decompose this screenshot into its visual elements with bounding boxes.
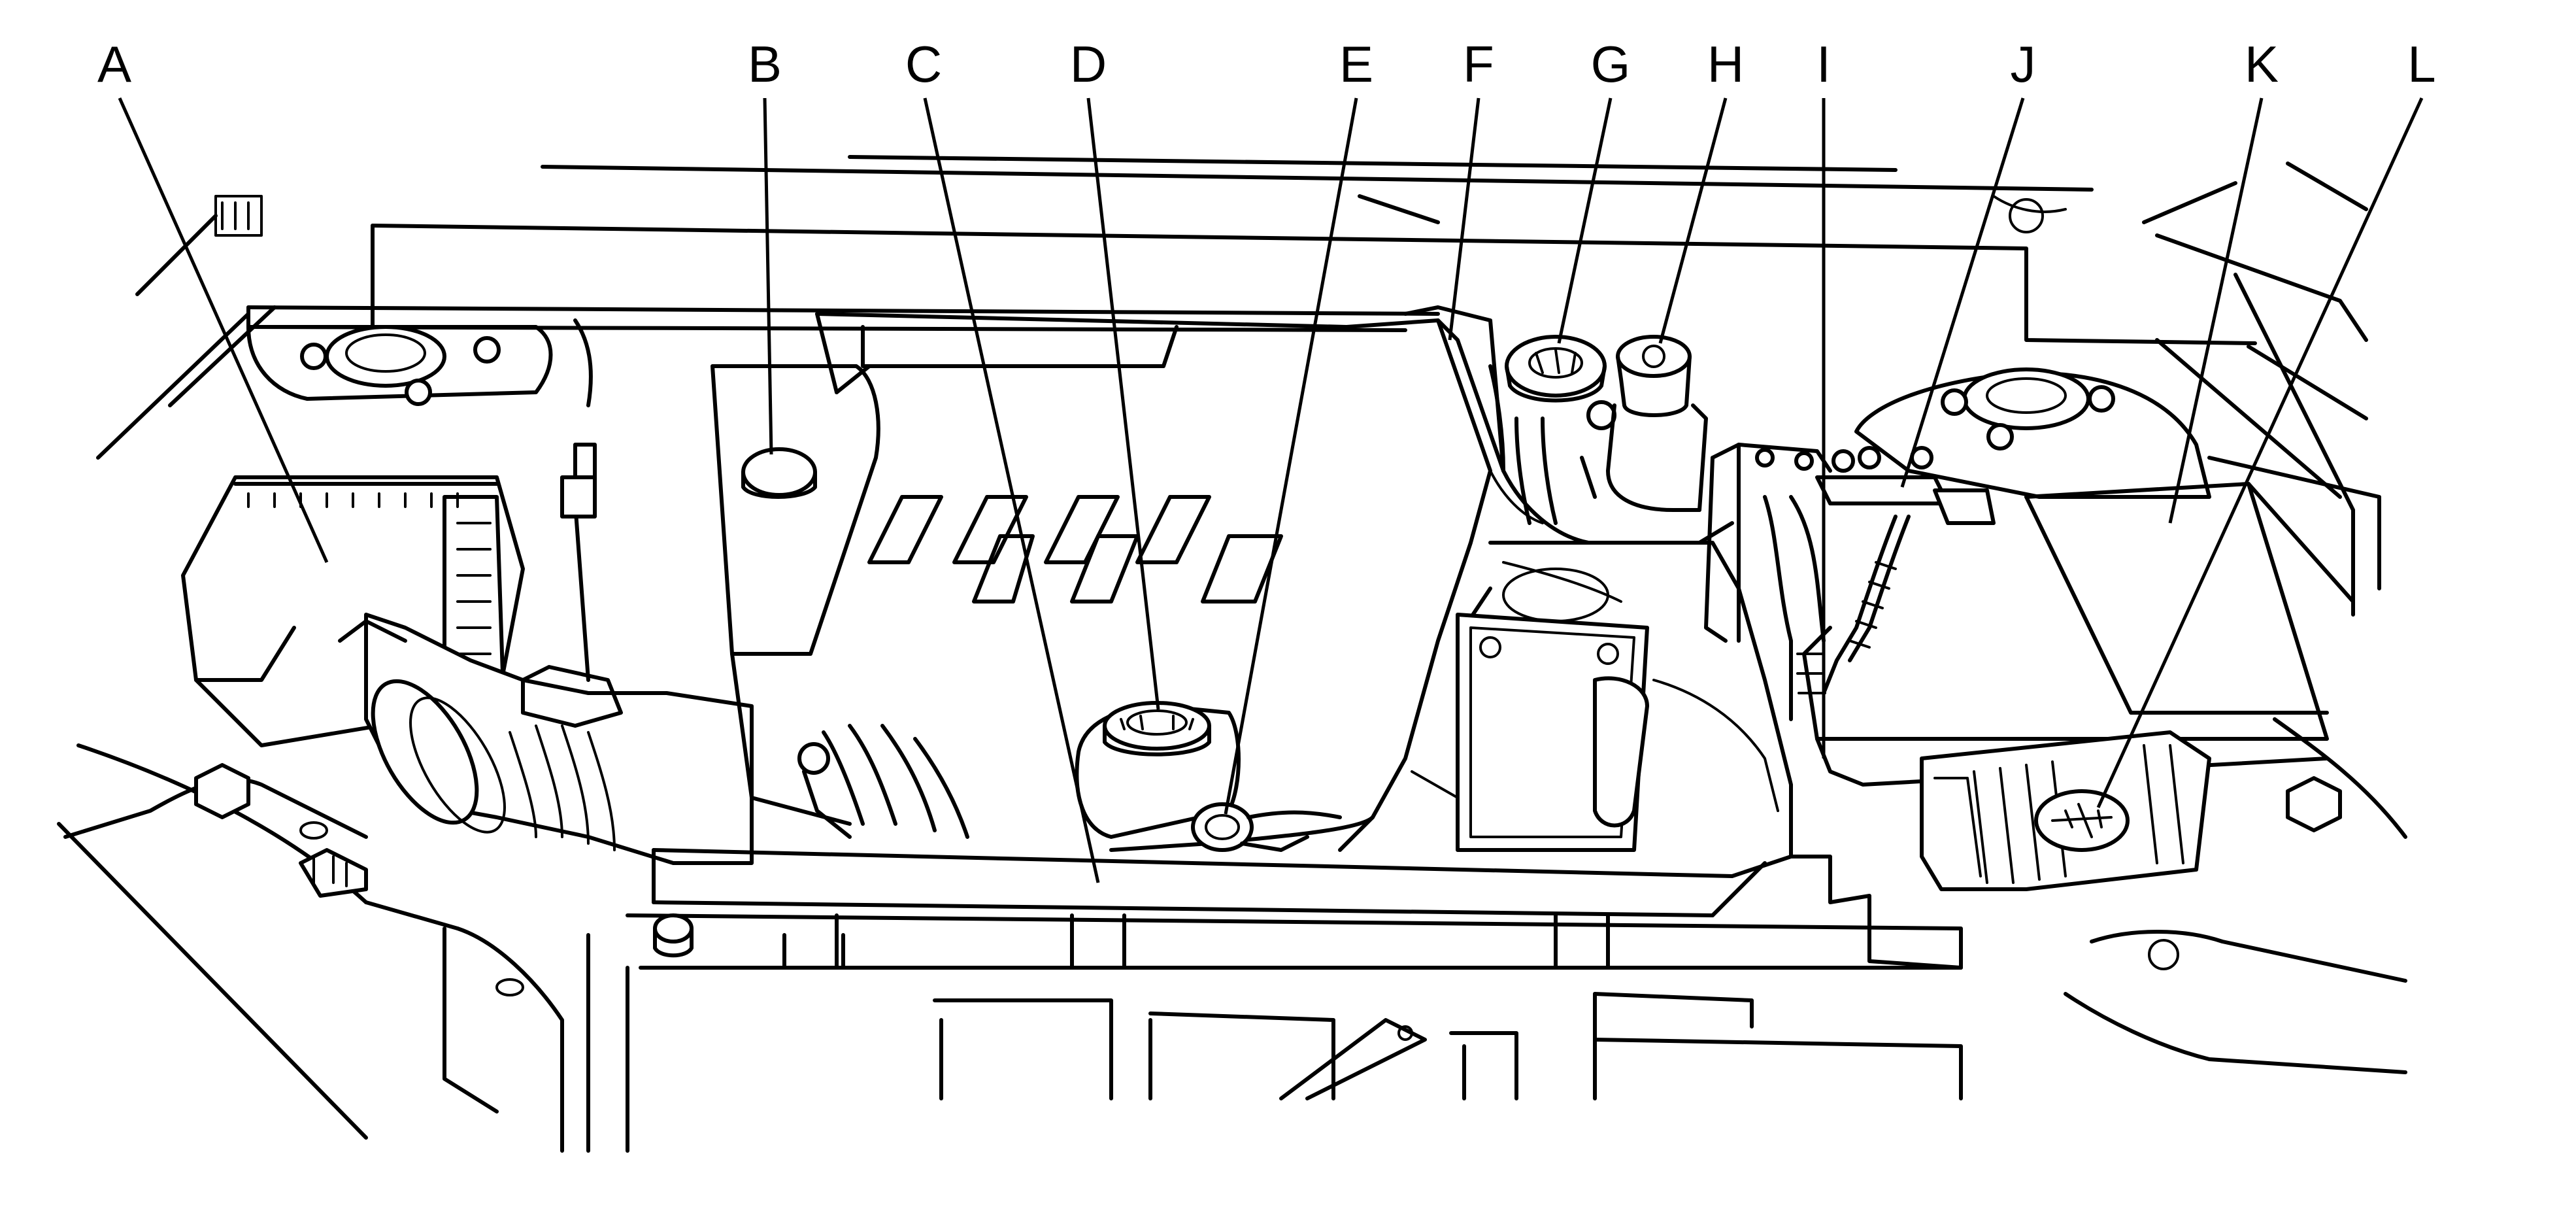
oil-dipstick bbox=[1191, 802, 1342, 852]
bolts bbox=[194, 763, 2342, 1153]
brake-fluid-cap bbox=[1580, 335, 1708, 512]
callout-a: A bbox=[97, 35, 131, 93]
wiring-harness bbox=[797, 724, 969, 839]
power-steering-cap bbox=[1505, 335, 1616, 525]
washer-fluid-cap bbox=[1920, 730, 2211, 891]
intake-plenum bbox=[1109, 318, 1505, 852]
callout-j: J bbox=[2011, 35, 2036, 93]
callout-f: F bbox=[1463, 35, 1494, 93]
leader-lines bbox=[118, 97, 2424, 883]
callout-h: H bbox=[1707, 35, 1744, 93]
air-intake-duct bbox=[338, 613, 754, 865]
battery bbox=[1802, 482, 2355, 787]
wiring-conduit bbox=[1704, 443, 1832, 721]
callout-k: K bbox=[2245, 35, 2279, 93]
callout-i: I bbox=[1816, 35, 1831, 93]
left-fender bbox=[57, 195, 368, 1140]
right-fender bbox=[2064, 162, 2407, 1074]
front-crossmember bbox=[586, 933, 1963, 1153]
left-strut-tower bbox=[246, 318, 593, 407]
radiator-support bbox=[626, 848, 1963, 970]
throttle-body bbox=[1456, 541, 1793, 858]
callout-labels: A B C D E F G H I J K L bbox=[97, 35, 2436, 93]
callout-b: B bbox=[748, 35, 782, 93]
callout-d: D bbox=[1070, 35, 1107, 93]
right-strut-tower bbox=[1854, 367, 2211, 499]
callout-c: C bbox=[905, 35, 942, 93]
battery-terminal bbox=[1815, 446, 1996, 695]
callout-l: L bbox=[2407, 35, 2435, 93]
callout-e: E bbox=[1339, 35, 1373, 93]
callout-g: G bbox=[1591, 35, 1631, 93]
